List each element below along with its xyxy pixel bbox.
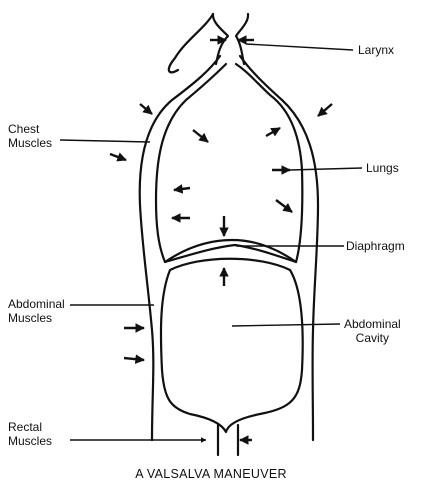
label-chest-muscles: Chest Muscles — [8, 122, 52, 150]
label-rectal-muscles-line1: Rectal — [8, 420, 52, 434]
lungs-arrow — [193, 130, 208, 142]
lungs-outline — [156, 64, 302, 262]
label-chest-muscles-line1: Chest — [8, 122, 52, 136]
chest-arrow — [318, 104, 332, 116]
abdominal-cavity-outline — [161, 259, 303, 432]
label-diaphragm: Diaphragm — [346, 239, 405, 253]
label-abdominal-cavity: Abdominal Cavity — [344, 317, 401, 345]
abdominal-cavity-leader — [232, 324, 340, 326]
lungs-arrow — [266, 128, 280, 136]
chest-arrow — [140, 104, 152, 114]
label-abdominal-cavity-line1: Abdominal — [344, 317, 401, 331]
lungs-arrow — [174, 188, 190, 190]
label-lungs: Lungs — [366, 161, 399, 175]
label-abdominal-muscles-line2: Muscles — [8, 311, 65, 325]
figure-caption: A VALSALVA MANEUVER — [0, 467, 422, 481]
label-chest-muscles-line2: Muscles — [8, 136, 52, 150]
abdominal-arrow — [124, 358, 144, 360]
label-abdominal-cavity-line2: Cavity — [344, 331, 401, 345]
label-rectal-muscles-line2: Muscles — [8, 434, 52, 448]
label-abdominal-muscles: Abdominal Muscles — [8, 297, 65, 325]
larynx-leader — [246, 44, 353, 50]
neck-line — [169, 14, 213, 72]
label-abdominal-muscles-line1: Abdominal — [8, 297, 65, 311]
label-rectal-muscles: Rectal Muscles — [8, 420, 52, 448]
chest-muscles-leader — [60, 140, 150, 142]
lungs-arrow — [276, 200, 292, 212]
chest-arrow — [110, 154, 126, 160]
label-larynx: Larynx — [358, 43, 394, 57]
